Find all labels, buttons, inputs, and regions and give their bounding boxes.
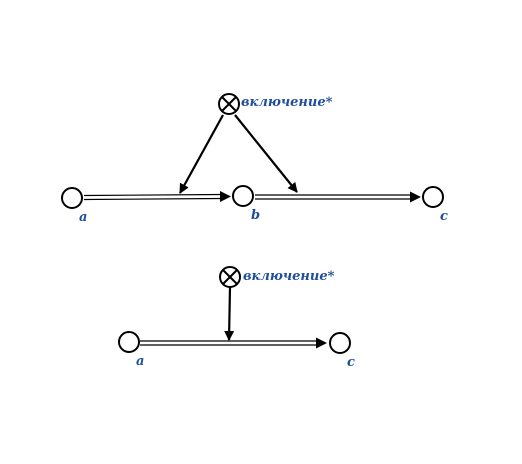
bottom-node-label-a: a bbox=[136, 354, 144, 369]
bottom-node-c bbox=[329, 332, 351, 354]
bottom-operator-label: включение* bbox=[243, 269, 335, 284]
bottom-edge-a-c bbox=[140, 337, 327, 349]
bottom-operator-arrow-to-ac bbox=[224, 286, 235, 341]
top-edge-a-b bbox=[83, 191, 231, 202]
top-edge-b-c bbox=[255, 191, 421, 203]
bottom-node-a bbox=[118, 331, 140, 353]
circled-times-icon bbox=[219, 266, 241, 288]
top-node-a bbox=[61, 187, 83, 209]
bottom-node-label-c: c bbox=[347, 355, 355, 370]
top-operator-arrow-to-bc bbox=[234, 114, 298, 193]
top-node-label-b: b bbox=[251, 208, 260, 223]
circled-times-icon bbox=[218, 93, 240, 115]
top-node-c bbox=[422, 186, 444, 208]
top-operator-arrow-to-ab bbox=[179, 114, 224, 194]
top-diagram: включение* a b c bbox=[61, 93, 448, 225]
top-node-label-c: c bbox=[440, 209, 448, 224]
top-operator-label: включение* bbox=[241, 95, 333, 110]
top-node-label-a: a bbox=[79, 210, 87, 225]
top-node-b bbox=[232, 185, 254, 207]
bottom-diagram: включение* a c bbox=[118, 266, 355, 370]
